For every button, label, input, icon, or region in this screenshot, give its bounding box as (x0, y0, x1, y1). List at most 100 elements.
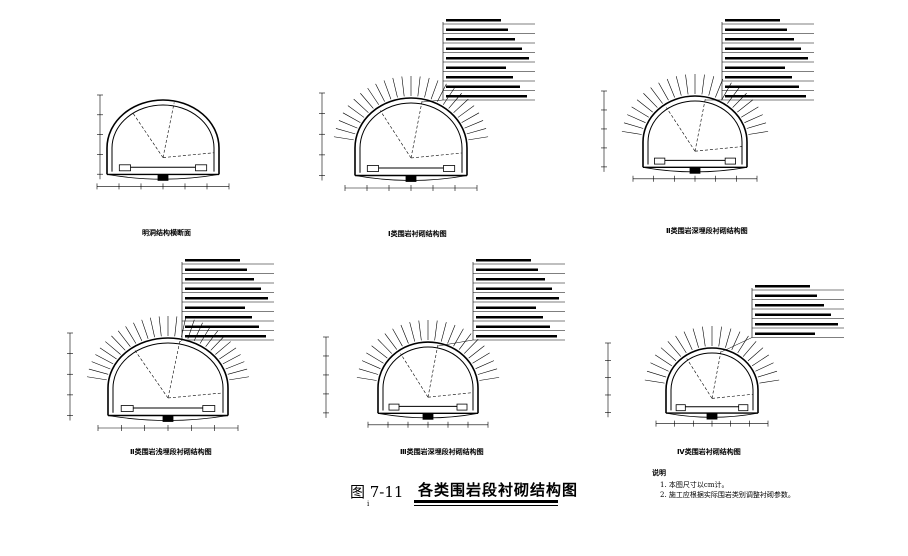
grade-3-rock-bolt (434, 320, 438, 341)
grade-2-callout-text (725, 66, 785, 69)
figure-number: 图 7-11 (350, 483, 404, 501)
grade-2-shallow-rock-bolt (225, 361, 245, 370)
grade-2-inner-lining (647, 100, 743, 165)
grade-2-shallow-rock-bolt (117, 330, 131, 347)
grade-1-rock-bolt (383, 80, 392, 100)
grade-1-rock-bolt (417, 76, 421, 97)
figure-title: 各类围岩段衬砌结构图 (418, 481, 579, 499)
caption-grade-4: Ⅳ类围岩衬砌结构图 (677, 448, 741, 456)
grade-3-rock-bolt (475, 360, 495, 369)
grade-2-shallow-rock-bolt (99, 347, 117, 360)
grade-4-radius-crown (711, 350, 722, 399)
open-cut-right-ditch (195, 164, 208, 172)
grade-3-rock-bolt (377, 339, 392, 354)
grade-1-rock-bolt (468, 136, 489, 141)
grade-2-shallow-callout-text (185, 278, 254, 281)
title-underline (414, 500, 558, 503)
grade-1-callout-text (446, 28, 508, 31)
grade-1-left-ditch (366, 165, 379, 172)
grade-2-shallow-rock-bolt (88, 368, 109, 375)
grade-1-right-ditch (443, 165, 456, 172)
grade-3-rock-bolt (479, 377, 500, 381)
open-cut-left-ditch (118, 164, 131, 172)
grade-4-left-ditch (675, 404, 686, 412)
grade-3-rock-bolt (418, 320, 422, 341)
grade-2-rock-bolt (741, 106, 759, 118)
grade-4-outer-lining (665, 347, 759, 414)
grade-2-shallow-rock-bolt (229, 376, 250, 381)
grade-2-shallow-callout-text (185, 335, 266, 338)
grade-3-callout-text (476, 335, 557, 338)
grade-1-rock-bolt (430, 80, 439, 100)
grade-2-shallow-callout-leader (179, 339, 183, 343)
grade-2-callout-text (725, 47, 801, 50)
grade-1-rock-bolt (335, 128, 356, 135)
grade-2-shallow-callout-text (185, 287, 261, 290)
grade-4-rock-bolt (759, 379, 780, 384)
grade-2-shallow-callout-text (185, 259, 240, 262)
grade-2-rock-bolt (623, 122, 644, 129)
grade-2-shallow-rock-bolt (174, 316, 178, 337)
grade-3-rock-bolt (356, 377, 377, 381)
grade-3-callout-text (476, 278, 545, 281)
grade-2-shallow-rock-bolt (91, 361, 111, 370)
grade-1-callout-text (446, 66, 506, 69)
grade-2-callout-text (725, 57, 808, 60)
grade-3-rock-bolt (464, 339, 479, 354)
grade-3-rock-bolt (366, 352, 384, 364)
grade-3-center-drain (422, 412, 434, 420)
open-cut-outer-lining (106, 99, 220, 175)
grade-4-rock-bolt (742, 341, 757, 357)
grade-4-rock-bolt (655, 354, 673, 367)
grade-4-callout-text (755, 313, 831, 316)
grade-2-left-ditch (654, 157, 666, 165)
grade-2-shallow-rock-bolt (111, 335, 126, 351)
grade-3-rock-bolt (409, 322, 416, 342)
grade-2-shallow-rock-bolt (210, 335, 225, 351)
title-underline-thin (414, 505, 558, 506)
grade-1-rock-bolt (392, 77, 398, 98)
grade-2-callout-text (725, 95, 806, 98)
grade-1-rock-bolt (453, 98, 469, 113)
grade-4-rock-bolt (731, 331, 741, 351)
grade-3-callout-leader (437, 339, 474, 347)
grade-2-shallow-rock-bolt (125, 326, 137, 344)
open-cut-center-drain (157, 173, 169, 181)
grade-2-rock-bolt (631, 106, 649, 118)
grade-4-callout-text (755, 332, 815, 335)
grade-4-rock-bolt (675, 335, 687, 354)
grade-1-callout-text (446, 38, 515, 41)
grade-2-shallow-rock-bolt (215, 341, 231, 355)
grade-2-rock-bolt (650, 87, 663, 104)
open-cut-radius-crown (162, 102, 175, 158)
grade-1-rock-bolt (333, 136, 354, 141)
grade-1-radius-left (379, 110, 412, 159)
grade-2-callout-text (725, 76, 792, 79)
grade-3-rock-bolt (384, 333, 398, 350)
grade-2-rock-bolt (737, 99, 754, 113)
grade-1-inner-lining (359, 102, 463, 173)
grade-2-callout-text (725, 85, 799, 88)
grade-4-rock-bolt (644, 379, 665, 384)
grade-3-rock-bolt (468, 345, 485, 359)
caption-open-cut: 明洞结构横断面 (142, 229, 191, 237)
grade-4-rock-bolt (755, 362, 774, 372)
grade-2-center-drain (689, 166, 701, 174)
page-mark: i (367, 500, 370, 508)
grade-2-shallow-rock-bolt (141, 319, 149, 339)
grade-3-radius-left (400, 353, 429, 398)
grade-2-shallow-rock-bolt (219, 347, 237, 360)
grade-4-inner-lining (670, 352, 754, 411)
grade-2-rock-bolt (627, 114, 646, 123)
grade-4-callout-text (755, 285, 810, 288)
grade-1-rock-bolt (466, 128, 487, 135)
grade-2-shallow-rock-bolt (205, 330, 219, 347)
grade-2-right-ditch (724, 157, 736, 165)
grade-1-rock-bolt (424, 77, 430, 98)
grade-2-rock-bolt (643, 93, 658, 108)
grade-2-shallow-rock-bolt (150, 317, 155, 338)
grade-3-callout-text (476, 306, 536, 309)
grade-4-rock-bolt (683, 331, 693, 351)
grade-2-shallow-radius-crown (167, 340, 181, 399)
